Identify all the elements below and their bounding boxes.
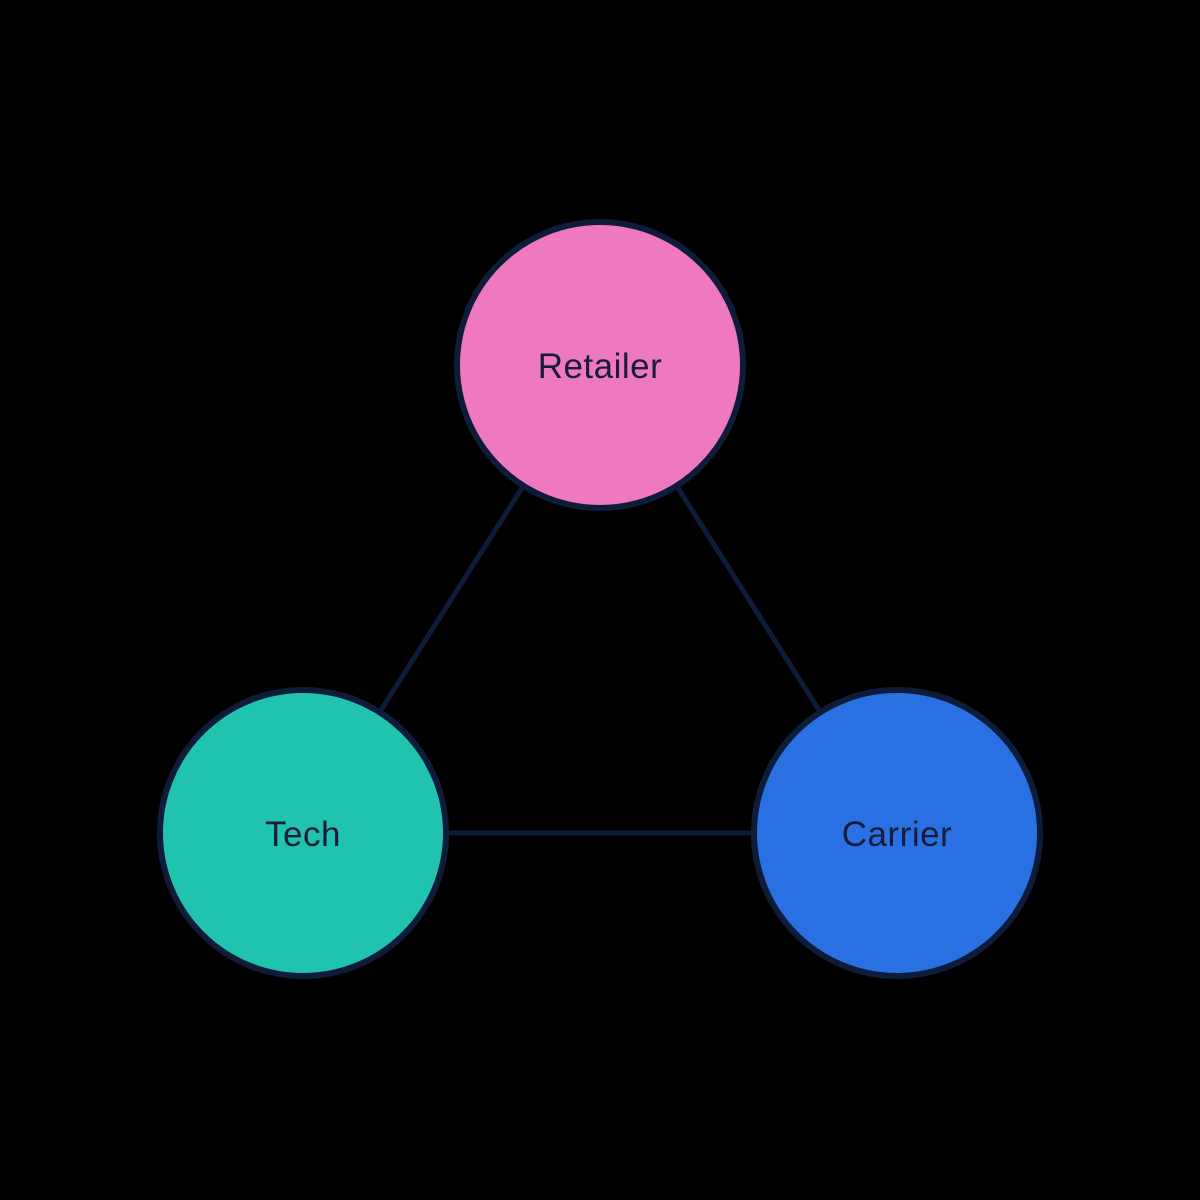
carrier-label: Carrier (842, 815, 952, 854)
retailer-circle[interactable] (454, 219, 746, 511)
tech-label: Tech (265, 815, 341, 854)
node-retailer[interactable]: Retailer (454, 219, 746, 511)
node-carrier[interactable]: Carrier (751, 687, 1043, 979)
carrier-circle[interactable] (751, 687, 1043, 979)
tech-circle[interactable] (157, 687, 449, 979)
node-tech[interactable]: Tech (157, 687, 449, 979)
retailer-label: Retailer (538, 347, 663, 386)
